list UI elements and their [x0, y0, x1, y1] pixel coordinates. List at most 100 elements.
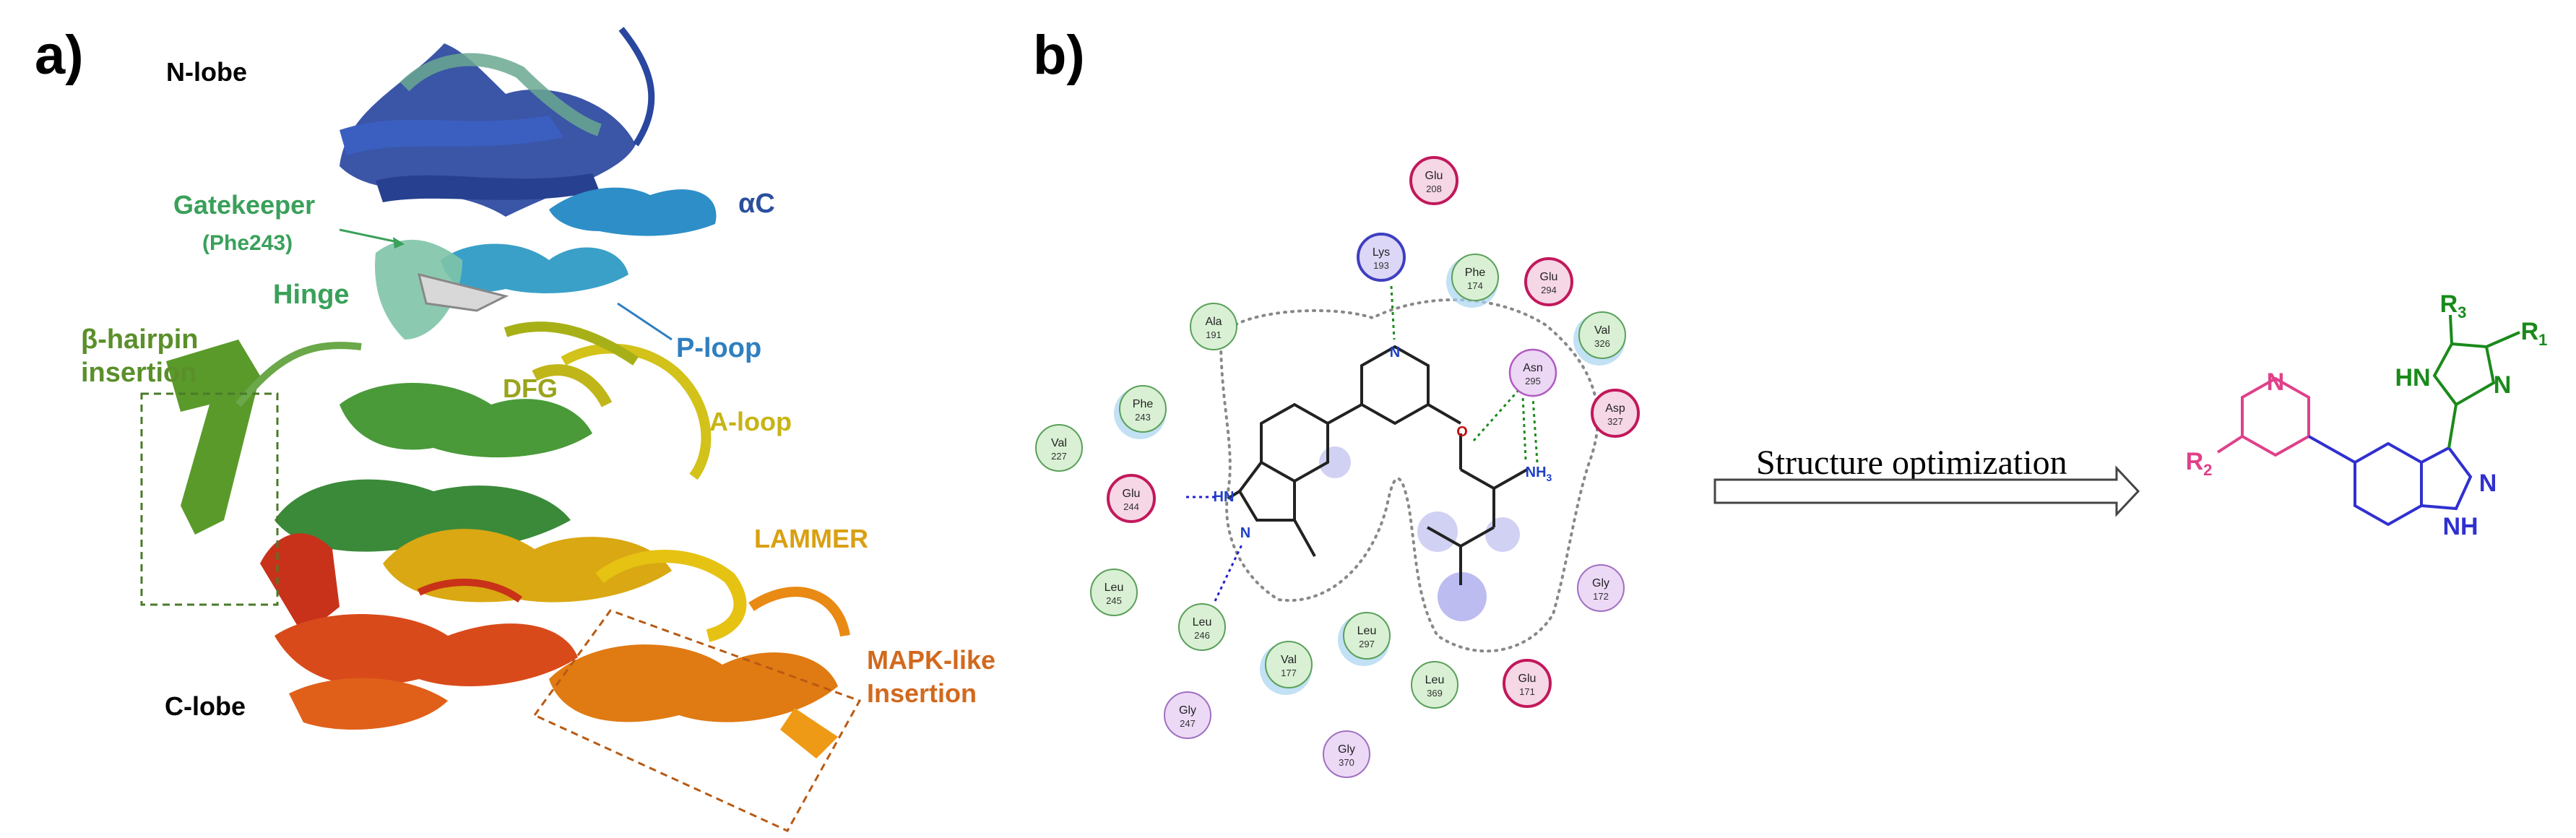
n-lobe-label: N-lobe [166, 57, 247, 87]
panel-b-label: b) [1033, 25, 1085, 86]
residue-number: 208 [1426, 183, 1442, 194]
residue-name: Gly [1179, 704, 1196, 717]
solvent-blob [1319, 446, 1351, 478]
residue-number: 172 [1593, 591, 1609, 602]
residue-number: 245 [1106, 595, 1122, 606]
residue-name: Glu [1518, 673, 1536, 685]
residue-circle [1323, 730, 1370, 778]
c-lobe-label: C-lobe [165, 691, 246, 721]
residue-circle [1265, 641, 1313, 688]
hinge-label: Hinge [273, 280, 350, 310]
residue-circle [1503, 659, 1552, 708]
residue-number: 327 [1607, 416, 1623, 427]
dfg-label: DFG [503, 373, 558, 403]
residue-number: 247 [1180, 718, 1196, 729]
residue-leu-246: Leu 246 [1178, 603, 1226, 651]
residue-name: Gly [1338, 743, 1355, 756]
residue-number: 370 [1339, 757, 1354, 768]
residue-name: Phe [1133, 398, 1154, 410]
structure-optimization-label: Structure optimization [1756, 444, 2067, 482]
residue-circle [1591, 389, 1640, 438]
residue-circle [1411, 661, 1458, 709]
scaffold-pyridine-n: N [2267, 368, 2285, 396]
ligand-pyridine-n: N [1390, 345, 1400, 360]
panel-a: a) [35, 25, 995, 832]
residue-circle [1035, 424, 1083, 472]
beta-hairpin-box [140, 392, 279, 606]
residue-number: 174 [1467, 280, 1483, 291]
panel-b: b) N [1033, 25, 2548, 778]
residue-circle [1524, 257, 1573, 306]
alpha-c-label: αC [738, 189, 775, 219]
residue-circle [1508, 348, 1557, 397]
residue-name: Leu [1193, 616, 1212, 628]
scaffold-structure [2216, 314, 2520, 527]
residue-name: Leu [1425, 674, 1445, 686]
residue-circle [1107, 474, 1156, 523]
lammer-label: LAMMER [754, 524, 868, 553]
residue-circle [1451, 254, 1499, 301]
residue-name: Val [1051, 437, 1067, 449]
residue-circle [1090, 569, 1138, 616]
residue-number: 294 [1541, 285, 1557, 295]
scaffold-imidazole-hn: HN [2395, 364, 2430, 392]
beta-hairpin-label-line2: insertion [81, 358, 196, 388]
ligand-nh3: NH3 [1526, 465, 1552, 483]
residue-circle [1578, 311, 1626, 359]
residue-name: Val [1281, 654, 1297, 666]
solvent-blob [1485, 517, 1520, 552]
residue-name: Gly [1592, 577, 1609, 589]
residue-name: Val [1594, 324, 1610, 337]
residue-glu-294: Glu 294 [1524, 257, 1573, 306]
residue-number: 227 [1051, 451, 1067, 462]
residue-circle [1409, 156, 1458, 205]
residue-number: 171 [1519, 686, 1535, 697]
ligand-hn: HN [1214, 489, 1235, 505]
residue-number: 193 [1373, 260, 1389, 271]
residue-number: 246 [1194, 630, 1210, 641]
ligand-indazole-n: N [1240, 525, 1250, 541]
residue-circle [1119, 385, 1167, 433]
hbond-asn295-o [1472, 388, 1521, 441]
residue-number: 297 [1359, 639, 1375, 649]
gatekeeper-label: Gatekeeper [173, 190, 315, 220]
scaffold-indazole-nh: NH [2442, 513, 2478, 540]
mapk-insertion-box [532, 609, 862, 832]
residue-number: 295 [1525, 376, 1541, 386]
ligand-structure [1227, 345, 1528, 585]
p-loop-pointer [617, 302, 673, 341]
residue-name: Leu [1357, 625, 1377, 637]
gatekeeper-pointer [339, 228, 402, 244]
hbond-asn295-n [1531, 397, 1539, 463]
mapk-label-line2: Insertion [867, 678, 977, 708]
beta-hairpin-label-line1: β-hairpin [81, 324, 199, 355]
panel-a-label: a) [35, 25, 84, 86]
residue-number: 177 [1281, 668, 1297, 678]
residue-name: Asp [1605, 402, 1625, 415]
residue-name: Phe [1465, 267, 1486, 279]
residue-circle [1164, 691, 1211, 739]
residue-name: Glu [1540, 271, 1558, 283]
residue-name: Asn [1523, 362, 1543, 374]
residue-name: Glu [1123, 488, 1141, 500]
p-loop-label: P-loop [676, 333, 761, 363]
scaffold-r3: R3 [2440, 290, 2467, 321]
residue-gly-172: Gly 172 [1577, 564, 1625, 612]
kinase-ribbon-structure [166, 27, 850, 759]
solvent-blob [1438, 572, 1487, 621]
scaffold-r1: R1 [2521, 318, 2548, 349]
residue-number: 243 [1135, 412, 1151, 423]
residue-name: Glu [1425, 170, 1443, 182]
